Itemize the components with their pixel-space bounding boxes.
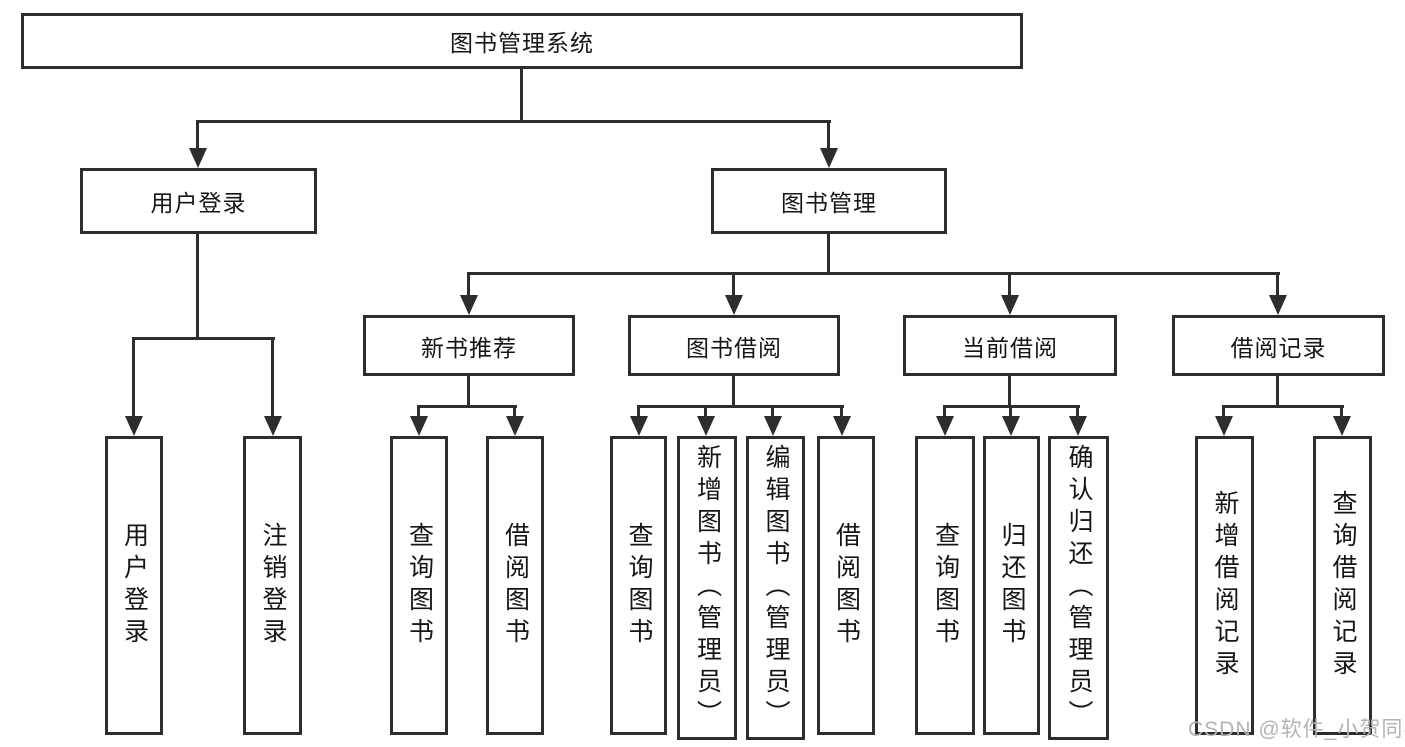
node-current-borrow: 当前借阅	[903, 315, 1117, 376]
leaf-current-confirm-return-admin: 确认归还（管理员）	[1048, 436, 1109, 740]
node-root: 图书管理系统	[21, 13, 1023, 69]
connector-line	[271, 337, 274, 418]
leaf-newbooks-query-books: 查询图书	[390, 436, 448, 735]
arrow-head	[125, 416, 143, 436]
arrow-head	[1215, 416, 1233, 436]
watermark: CSDN @软件_小贺同学	[1188, 718, 1405, 741]
arrow-head	[189, 148, 207, 168]
leaf-borrow-edit-books-admin: 编辑图书（管理员）	[746, 436, 805, 740]
arrow-head	[936, 416, 954, 436]
connector-line	[417, 405, 420, 418]
leaf-current-return-books: 归还图书	[983, 436, 1040, 735]
connector-line	[467, 376, 470, 407]
connector-line	[637, 405, 640, 418]
connector-line	[943, 405, 946, 418]
arrow-head	[460, 295, 478, 315]
node-new-book-recommend: 新书推荐	[363, 315, 575, 376]
leaf-borrow-add-books-admin: 新增图书（管理员）	[677, 436, 737, 740]
connector-line	[1276, 272, 1279, 297]
connector-line	[732, 272, 735, 297]
leaf-newbooks-borrow-books: 借阅图书	[486, 436, 544, 735]
connector-line	[827, 234, 830, 274]
leaf-user-login: 用户登录	[105, 436, 163, 735]
connector-line	[132, 337, 135, 418]
arrow-head	[506, 416, 524, 436]
arrow-head	[725, 295, 743, 315]
connector-line	[1008, 376, 1011, 407]
connector-line	[513, 405, 516, 418]
connector-line	[1276, 376, 1279, 407]
node-book-management: 图书管理	[711, 168, 947, 234]
connector-line	[1076, 405, 1079, 418]
arrow-head	[820, 148, 838, 168]
leaf-current-query-books: 查询图书	[915, 436, 975, 735]
connector-line	[417, 405, 517, 408]
connector-line	[196, 120, 199, 150]
node-user-login: 用户登录	[80, 168, 317, 234]
connector-line	[840, 405, 843, 418]
arrow-head	[264, 416, 282, 436]
leaf-records-query-record: 查询借阅记录	[1313, 436, 1372, 735]
arrow-head	[697, 416, 715, 436]
arrow-head	[410, 416, 428, 436]
connector-line	[520, 69, 523, 122]
connector-line	[1009, 405, 1012, 418]
node-book-borrow: 图书借阅	[628, 315, 840, 376]
leaf-records-add-record: 新增借阅记录	[1195, 436, 1254, 735]
connector-line	[1222, 405, 1344, 408]
leaf-logout: 注销登录	[243, 436, 302, 735]
arrow-head	[630, 416, 648, 436]
connector-line	[1222, 405, 1225, 418]
leaf-borrow-borrow-books: 借阅图书	[817, 436, 875, 735]
node-borrow-records: 借阅记录	[1172, 315, 1385, 376]
connector-line	[132, 337, 275, 340]
arrow-head	[764, 416, 782, 436]
connector-line	[467, 272, 470, 297]
arrow-head	[1069, 416, 1087, 436]
arrow-head	[833, 416, 851, 436]
arrow-head	[1269, 295, 1287, 315]
connector-line	[197, 120, 831, 123]
connector-line	[704, 405, 707, 418]
arrow-head	[1002, 416, 1020, 436]
arrow-head	[1333, 416, 1351, 436]
connector-line	[771, 405, 774, 418]
arrow-head	[1001, 295, 1019, 315]
connector-line	[196, 234, 199, 339]
connector-line	[732, 376, 735, 407]
connector-line	[1340, 405, 1343, 418]
leaf-borrow-query-books: 查询图书	[610, 436, 667, 735]
connector-line	[1008, 272, 1011, 297]
connector-line	[467, 272, 1280, 275]
connector-line	[827, 120, 830, 150]
connector-line	[637, 405, 844, 408]
